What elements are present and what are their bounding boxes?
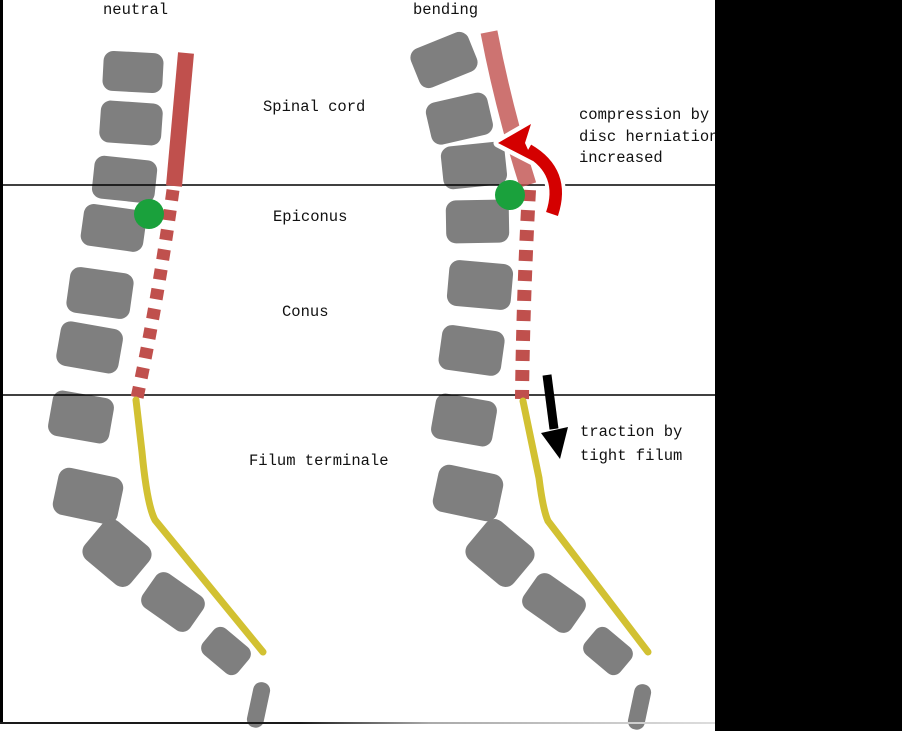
vertebra bbox=[141, 572, 205, 632]
vertebra bbox=[91, 155, 158, 204]
bending-spinal-cord bbox=[480, 30, 537, 188]
conus-label: Conus bbox=[282, 303, 329, 321]
vertebra bbox=[66, 267, 134, 319]
bending-epiconus-dot bbox=[495, 180, 525, 210]
vertebra bbox=[56, 321, 123, 374]
compression-annotation: compression by disc herniation increased bbox=[579, 106, 719, 167]
filum-terminale-label: Filum terminale bbox=[249, 452, 389, 470]
bending-conus-dashed-cord bbox=[515, 189, 536, 400]
neutral-spinal-cord bbox=[166, 52, 194, 187]
vertebra bbox=[425, 92, 493, 145]
vertebra bbox=[432, 464, 504, 522]
neutral-epiconus-dot bbox=[134, 199, 164, 229]
vertebra bbox=[440, 141, 508, 190]
vertebra bbox=[80, 204, 147, 252]
neutral-filum-terminale bbox=[132, 396, 267, 656]
traction-arrow-icon bbox=[541, 374, 568, 459]
vertebra bbox=[522, 573, 586, 633]
bending-spine-vertebrae bbox=[410, 31, 652, 730]
right-black-panel bbox=[715, 0, 902, 731]
bottom-border-edge bbox=[0, 722, 715, 724]
vertebra bbox=[627, 684, 652, 730]
bending-column-title: bending bbox=[413, 1, 479, 19]
neutral-conus-dashed-cord bbox=[130, 189, 180, 400]
vertebra bbox=[52, 467, 124, 525]
vertebra bbox=[82, 519, 152, 587]
vertebra bbox=[102, 50, 164, 94]
vertebra bbox=[201, 626, 251, 676]
vertebra bbox=[438, 325, 505, 376]
vertebra bbox=[446, 260, 514, 310]
vertebra bbox=[465, 519, 535, 587]
vertebra bbox=[583, 626, 633, 676]
traction-annotation: traction by tight filum bbox=[580, 423, 683, 465]
neutral-column-title: neutral bbox=[103, 1, 169, 19]
left-border-edge bbox=[0, 0, 3, 723]
bending-filum-terminale bbox=[519, 397, 652, 656]
epiconus-label: Epiconus bbox=[273, 208, 348, 226]
vertebra bbox=[48, 390, 114, 444]
vertebra bbox=[246, 682, 271, 728]
vertebra bbox=[431, 393, 497, 447]
neutral-spine-vertebrae bbox=[48, 50, 271, 728]
vertebra bbox=[99, 100, 163, 146]
compression-arrow-icon bbox=[493, 119, 566, 218]
vertebra bbox=[445, 199, 510, 244]
vertebra bbox=[410, 31, 478, 89]
spinal-cord-label: Spinal cord bbox=[263, 98, 366, 116]
